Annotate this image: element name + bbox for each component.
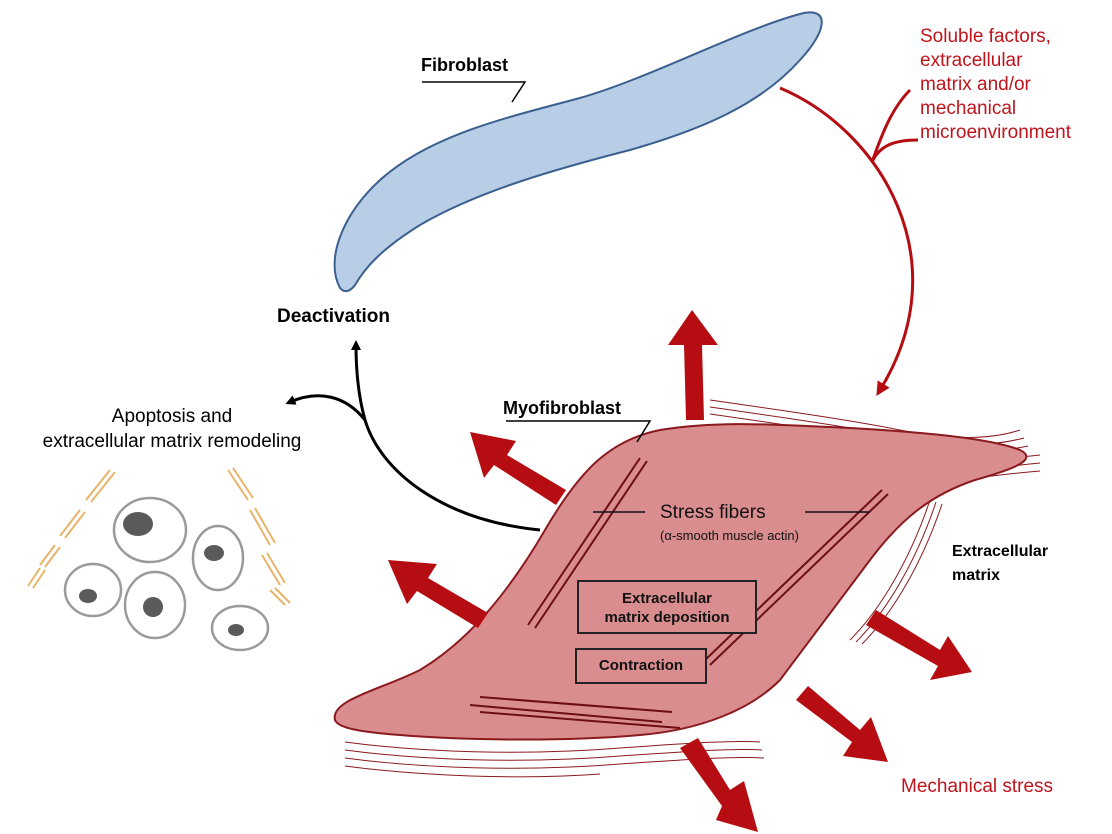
apoptosis-line-1: Apoptosis and [8, 404, 336, 429]
ecm-deposition-box: Extracellular matrix deposition [577, 580, 757, 634]
deactivation-arrow [356, 345, 540, 530]
stress-arrow-up [668, 310, 718, 420]
ecm-deposition-line-2: matrix deposition [579, 608, 755, 627]
activation-arrow [780, 88, 913, 390]
apoptosis-line-2: extracellular matrix remodeling [8, 429, 336, 454]
myofibroblast-label: Myofibroblast [503, 398, 621, 419]
soluble-factors-line-1: Soluble factors, [920, 25, 1071, 49]
stress-arrow-upper-left [470, 432, 566, 505]
ecm-deposition-line-1: Extracellular [579, 589, 755, 608]
soluble-factors-line-3: matrix and/or [920, 73, 1071, 97]
contraction-box: Contraction [575, 648, 707, 684]
extracellular-matrix-label: Extracellular matrix [952, 540, 1048, 588]
stress-arrow-lower-right [796, 686, 888, 762]
soluble-factors-line-2: extracellular [920, 49, 1071, 73]
myofibroblast-leader [506, 421, 650, 442]
ecm-line-2: matrix [952, 564, 1048, 588]
stress-arrow-down [680, 738, 758, 832]
stress-fibers-label: Stress fibers [660, 502, 766, 524]
fibroblast-cell [335, 12, 822, 291]
stress-arrow-right [866, 610, 972, 680]
fibroblast-label: Fibroblast [421, 55, 508, 76]
soluble-factors-line-4: mechanical [920, 97, 1071, 121]
fibroblast-leader [422, 82, 525, 102]
activation-brace [872, 90, 918, 162]
apoptotic-cell-3 [65, 564, 121, 616]
soluble-factors-label: Soluble factors, extracellular matrix an… [920, 25, 1071, 145]
deactivation-label: Deactivation [277, 306, 390, 328]
stress-arrow-left [388, 560, 488, 628]
ecm-line-1: Extracellular [952, 540, 1048, 564]
mechanical-stress-label: Mechanical stress [901, 776, 1053, 798]
apoptosis-label: Apoptosis and extracellular matrix remod… [8, 404, 336, 454]
soluble-factors-line-5: microenvironment [920, 121, 1071, 145]
alpha-sma-label: (α-smooth muscle actin) [660, 528, 799, 543]
